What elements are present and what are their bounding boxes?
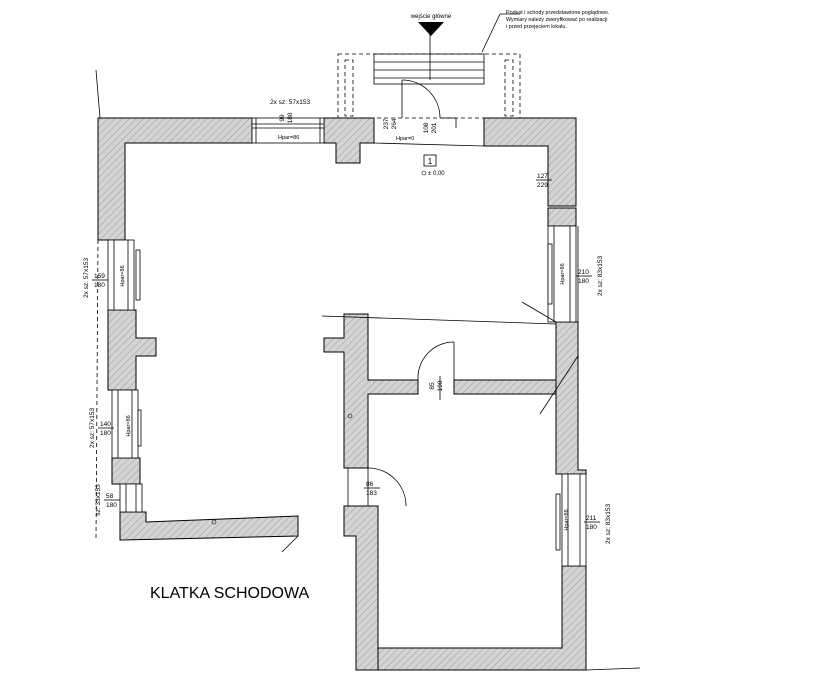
left-window-3-width: 58 [106, 493, 114, 500]
wall-partition-horizontal [453, 379, 557, 395]
top-window-height: 180 [287, 112, 294, 123]
right-window-2-spec: 2x sz: 83x153 [605, 504, 612, 544]
inner-door-2-width: 86 [366, 481, 374, 488]
entrance-platform [337, 13, 521, 119]
entry-door-height: 201 [431, 122, 438, 133]
inner-door-1-height: 190 [437, 380, 444, 391]
walls [97, 117, 587, 671]
stairs-outline [373, 53, 485, 85]
entrance-door [373, 79, 485, 147]
top-window [251, 117, 325, 144]
entrance-arrow-icon [418, 22, 444, 36]
entrance-note-line-2: Wymiary należy zweryfikować po realizacj… [506, 17, 608, 23]
wall-right-middle [555, 321, 587, 475]
right-window-1 [547, 225, 579, 323]
wall-top-right [483, 117, 577, 207]
right-window-2-hpar: Hpar=86 [564, 509, 570, 530]
right-window-2 [555, 473, 587, 567]
right-window-2-width: 211 [586, 515, 597, 522]
left-window-1-height: 180 [94, 282, 105, 289]
right-opening-width: 127 [537, 173, 548, 180]
stair-label: KLATKA SCHODOWA [150, 585, 309, 602]
wall-top-middle [323, 117, 375, 164]
left-window-1 [107, 239, 141, 311]
left-window-1-hpar: Hpar=86 [120, 265, 126, 286]
wall-right-lower [377, 565, 587, 671]
wall-left-lower [111, 457, 141, 485]
top-window-hpar: Hpar=86 [278, 135, 299, 141]
entrance-note-line-1: Podest i schody przedstawione poglądowo. [506, 10, 609, 16]
inner-door-2-height: 183 [366, 490, 377, 497]
right-opening-height: 229 [537, 182, 548, 189]
inner-door-2 [347, 467, 407, 507]
level-marker-icon [421, 170, 427, 176]
right-window-1-spec: 2x sz: 83x153 [597, 256, 604, 296]
left-window-2 [111, 389, 142, 459]
wall-right-upper [547, 207, 577, 227]
entry-opening-width: 237 [383, 118, 390, 129]
left-window-2-spec: 2x sz: 57x153 [89, 408, 96, 448]
left-window-2-width: 140 [100, 421, 111, 428]
right-window-1-height: 180 [578, 278, 589, 285]
right-window-2-height: 180 [586, 524, 597, 531]
left-window-1-spec: 2x sz: 57x153 [83, 258, 90, 298]
top-window-width: 99 [279, 114, 286, 122]
wall-lower-room-left [343, 505, 379, 671]
entrance-note-line-3: i przed przejęciem lokalu. [506, 24, 567, 30]
inner-door-1-width: 85 [429, 382, 436, 390]
wall-left-block [107, 309, 157, 391]
left-window-1-width: 159 [94, 273, 105, 280]
entry-door-width: 108 [423, 122, 430, 133]
left-window-3-spec: sz: 33x153 [95, 484, 102, 516]
left-window-2-hpar: Hpar=86 [126, 415, 132, 436]
room-number-box [423, 154, 437, 167]
wall-top-left [97, 117, 253, 241]
right-window-1-hpar: Hpar=86 [560, 263, 566, 284]
entrance-label: wejście główne [410, 14, 452, 20]
entry-opening-hpar: Hpar=0 [396, 136, 414, 142]
room-number: 1 [428, 157, 433, 166]
entry-opening-height: 264 [391, 118, 398, 129]
left-window-3 [119, 483, 143, 513]
left-window-3-height: 180 [106, 502, 117, 509]
platform-outline [337, 53, 521, 119]
inner-door-1 [417, 341, 455, 400]
right-window-1-width: 210 [578, 269, 589, 276]
wall-partition-vertical [323, 313, 419, 469]
top-window-spec: 2x sz: 57x153 [270, 99, 310, 106]
wall-bottom-left [119, 511, 299, 541]
left-window-2-height: 180 [100, 430, 111, 437]
room-level: ± 0,00 [428, 171, 445, 177]
